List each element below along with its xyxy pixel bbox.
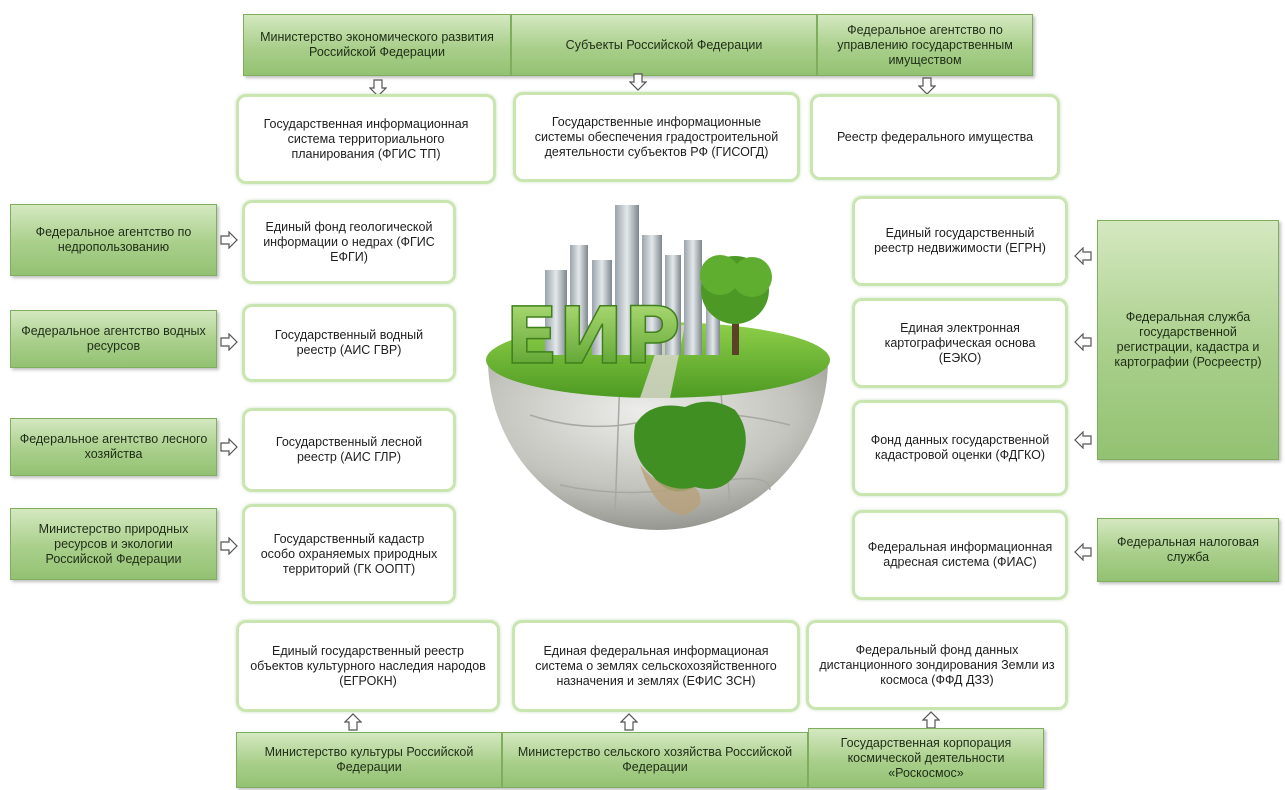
system-left-1: Единый фонд геологической информации о н… [242, 200, 456, 284]
system-bottom-1: Единый государственный реестр объектов к… [236, 620, 500, 712]
hollow-arrow-icon [343, 712, 363, 732]
system-left-2: Государственный водный реестр (АИС ГВР) [242, 304, 456, 382]
agency-right-1: Федеральная служба государственной регис… [1097, 220, 1279, 460]
hollow-arrow-icon [1073, 246, 1093, 266]
agency-left-4: Министерство природных ресурсов и эколог… [10, 508, 217, 580]
agency-top-3: Федеральное агентство по управлению госу… [817, 14, 1033, 76]
system-right-1: Единый государственный реестр недвижимос… [852, 196, 1068, 286]
hollow-arrow-icon [917, 76, 937, 96]
agency-top-1: Министерство экономического развития Рос… [243, 14, 511, 76]
hollow-arrow-icon [219, 437, 239, 457]
agency-left-3: Федеральное агентство лесного хозяйства [10, 418, 217, 476]
hollow-arrow-icon [619, 712, 639, 732]
system-bottom-2: Единая федеральная информационая система… [512, 620, 800, 712]
hollow-arrow-icon [219, 332, 239, 352]
agency-left-2: Федеральное агентство водных ресурсов [10, 310, 217, 368]
hemisphere-city-illustration: ЕИР [470, 195, 845, 615]
agency-right-2: Федеральная налоговая служба [1097, 518, 1279, 582]
system-left-4: Государственный кадастр особо охраняемых… [242, 504, 456, 604]
hollow-arrow-icon [1073, 332, 1093, 352]
hollow-arrow-icon [219, 230, 239, 250]
agency-left-1: Федеральное агентство по недропользовани… [10, 204, 217, 276]
hollow-arrow-icon [219, 536, 239, 556]
system-top-2: Государственные информационные системы о… [513, 92, 800, 182]
hollow-arrow-icon [628, 72, 648, 92]
hollow-arrow-icon [921, 710, 941, 730]
system-left-3: Государственный лесной реестр (АИС ГЛР) [242, 408, 456, 492]
system-right-4: Федеральная информационная адресная сист… [852, 510, 1068, 600]
system-right-2: Единая электронная картографическая осно… [852, 298, 1068, 388]
system-bottom-3: Федеральный фонд данных дистанционного з… [806, 620, 1068, 710]
agency-bottom-3: Государственная корпорация космической д… [808, 728, 1044, 788]
system-right-3: Фонд данных государственной кадастровой … [852, 400, 1068, 496]
agency-bottom-2: Министерство сельского хозяйства Российс… [502, 732, 808, 788]
logo-text: ЕИР [505, 292, 681, 382]
hollow-arrow-icon [1073, 542, 1093, 562]
hollow-arrow-icon [1073, 430, 1093, 450]
agency-top-2: Субъекты Российской Федерации [511, 14, 817, 76]
agency-bottom-1: Министерство культуры Российской Федерац… [236, 732, 502, 788]
hollow-arrow-icon [368, 78, 388, 98]
system-top-1: Государственная информационная система т… [236, 94, 496, 184]
system-top-3: Реестр федерального имущества [810, 94, 1060, 180]
